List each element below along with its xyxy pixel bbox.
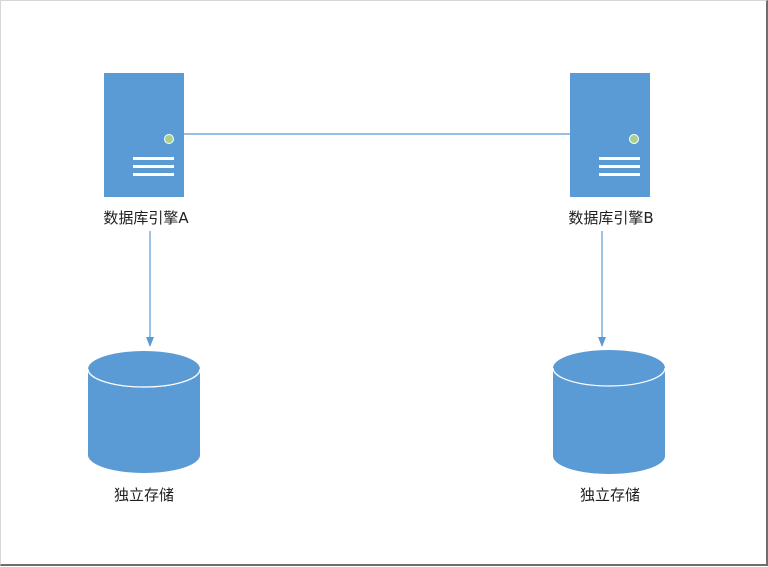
server-icon-engine-b [570,73,650,197]
label-storage-a: 独立存储 [113,486,174,504]
server-icon-engine-a [104,73,184,197]
label-engine-a: 数据库引擎A [103,209,189,227]
label-engine-b: 数据库引擎B [568,209,654,227]
database-icon-storage-b [552,350,666,474]
database-icon-storage-a [87,351,201,473]
label-storage-b: 独立存储 [579,486,640,504]
